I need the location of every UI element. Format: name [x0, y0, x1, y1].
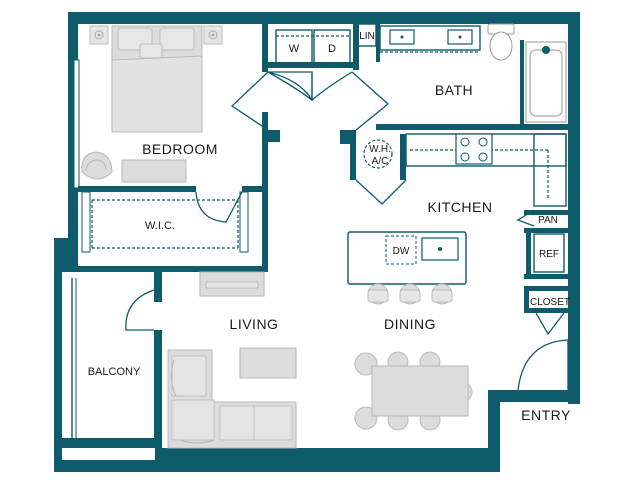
ac-label: A/C [372, 156, 389, 167]
wic-shelving [91, 199, 239, 249]
bar-stools [367, 283, 453, 305]
sectional-sofa [167, 349, 297, 449]
linen-closet [357, 23, 377, 47]
nightstand-right [203, 25, 223, 45]
bathtub [525, 41, 567, 123]
dryer-label: D [328, 43, 336, 55]
room-label-balcony: BALCONY [88, 366, 141, 378]
washer-label: W [289, 43, 300, 55]
pantry-label: PAN [538, 215, 558, 226]
water-heater-closet [363, 139, 393, 169]
linen-label: LIN [359, 31, 375, 42]
bedroom-door[interactable] [195, 191, 243, 223]
bedroom-window [73, 59, 80, 189]
balcony-door[interactable] [125, 289, 155, 331]
washer-dryer [275, 29, 351, 65]
armchair [81, 151, 113, 180]
wh-label: W.H. [369, 144, 391, 155]
exterior-walls [54, 12, 580, 472]
interior-walls [78, 22, 580, 448]
refrigerator-label: REF [539, 249, 559, 260]
room-label-bedroom: BEDROOM [142, 141, 218, 157]
closet-label: CLOSET [530, 297, 570, 308]
kitchen-island [347, 231, 467, 285]
room-label-dining: DINING [384, 316, 436, 332]
tv-console [199, 271, 265, 297]
refrigerator [533, 233, 565, 273]
room-label-wic: W.I.C. [145, 220, 175, 232]
laundry-doors[interactable] [230, 71, 390, 131]
bath-vanity [379, 25, 481, 53]
closet-door[interactable] [535, 312, 565, 336]
room-label-bath: BATH [435, 82, 473, 98]
cooktop [455, 133, 493, 165]
room-label-entry: ENTRY [521, 407, 571, 423]
dining-table [354, 351, 473, 431]
entry-door[interactable] [517, 339, 569, 391]
wh-closet-door[interactable] [355, 179, 407, 205]
coffee-table [239, 347, 297, 379]
dresser [121, 159, 187, 183]
dishwasher-label: DW [393, 246, 410, 257]
nightstand-left [89, 25, 109, 45]
bed [111, 25, 203, 133]
balcony-railing [71, 278, 77, 438]
pantry-door[interactable] [516, 209, 535, 227]
room-label-kitchen: KITCHEN [428, 199, 493, 215]
room-label-living: LIVING [230, 316, 279, 332]
toilet [487, 23, 515, 61]
